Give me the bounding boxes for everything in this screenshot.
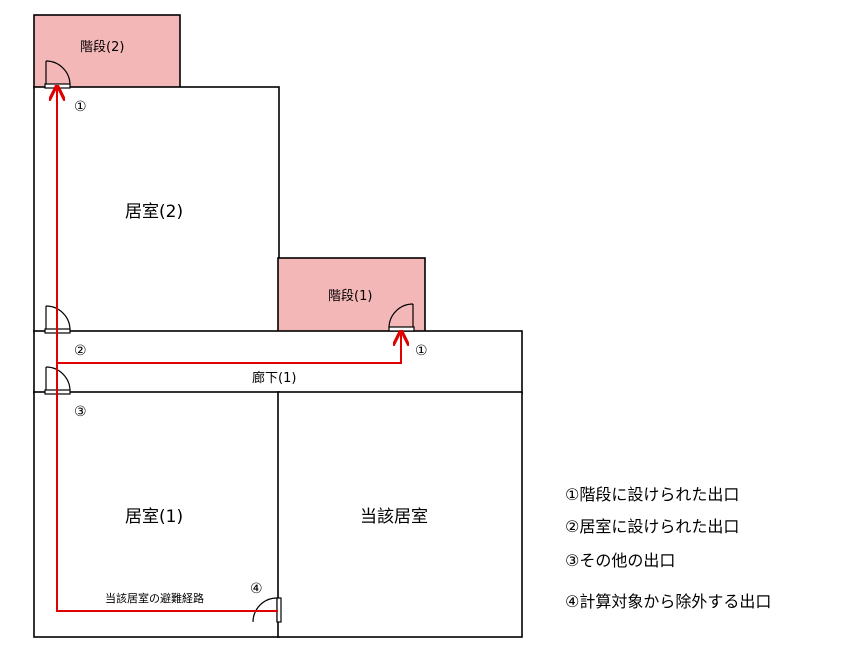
legend-item-3: ③その他の出口 (565, 551, 675, 570)
legend-item-2: ②居室に設けられた出口 (565, 517, 739, 536)
legend: ①階段に設けられた出口 ②居室に設けられた出口 ③その他の出口 ④計算対象から除… (565, 485, 771, 611)
corridor-1-label: 廊下(1) (252, 370, 296, 386)
stair-1-label: 階段(1) (328, 289, 372, 304)
legend-item-1: ①階段に設けられた出口 (565, 485, 739, 504)
room-1-label: 居室(1) (125, 507, 183, 527)
legend-item-4: ④計算対象から除外する出口 (565, 592, 771, 611)
target-room-label: 当該居室 (360, 507, 428, 527)
marker-room-2-exit: ② (74, 343, 87, 359)
room-2-label: 居室(2) (125, 202, 183, 222)
stair-2-room (33, 14, 181, 89)
marker-stair-1-exit: ① (415, 343, 428, 359)
stair-2-label: 階段(2) (80, 40, 124, 55)
room-1 (33, 391, 280, 638)
stair-1-room (277, 257, 426, 333)
target-room (277, 391, 523, 638)
marker-excluded-exit: ④ (250, 581, 263, 597)
marker-stair-2-exit: ① (74, 99, 87, 115)
evacuation-route (57, 88, 401, 612)
room-2 (33, 86, 280, 333)
route-label: 当該居室の避難経路 (105, 591, 204, 605)
marker-other-exit: ③ (74, 404, 87, 420)
